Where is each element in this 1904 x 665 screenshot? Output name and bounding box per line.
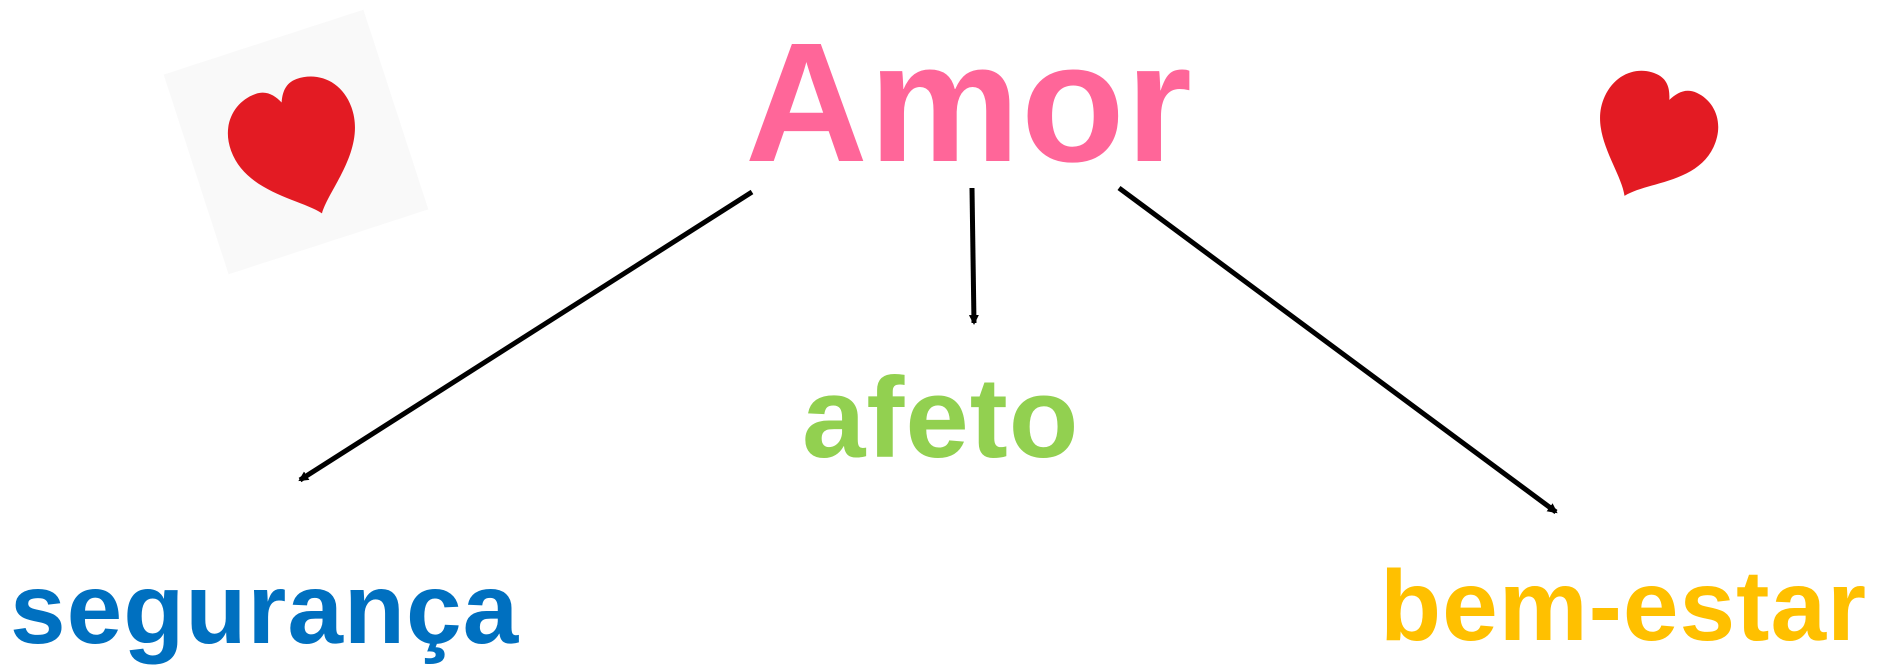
heart-icon <box>1600 70 1719 196</box>
child-node-seguranca: segurança <box>10 553 520 665</box>
arrow-to-seguranca <box>298 189 754 483</box>
arrow-to-bem-estar <box>1117 185 1558 515</box>
arrow-to-afeto <box>968 187 979 325</box>
child-node-bem-estar: bem-estar <box>1380 550 1867 662</box>
root-node-amor: Amor <box>745 8 1193 198</box>
heart-icon <box>163 9 429 275</box>
heart-left-decoration <box>162 8 430 276</box>
child-node-afeto: afeto <box>802 355 1080 482</box>
